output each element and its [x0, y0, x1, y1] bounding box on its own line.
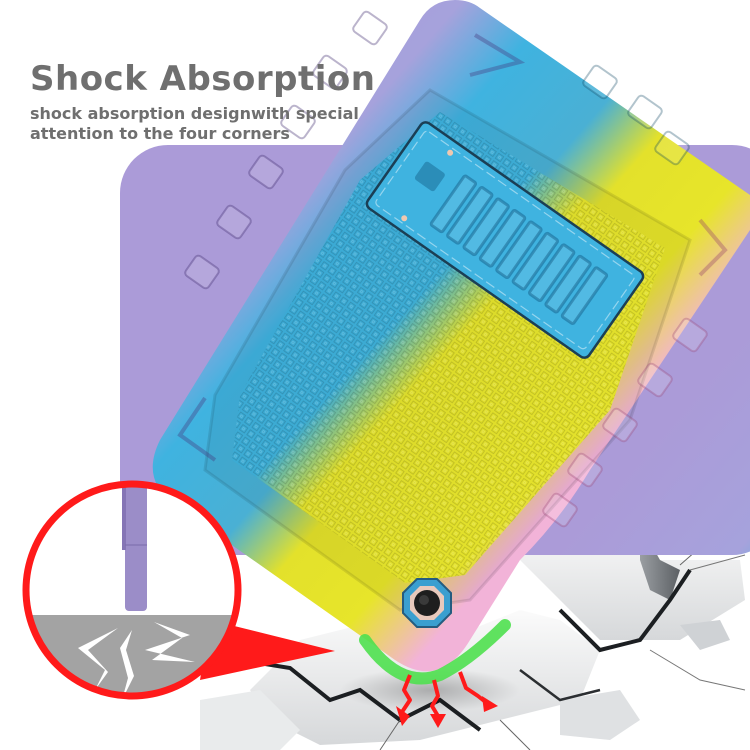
left-corner-chevron — [177, 396, 217, 462]
description-line-2: attention to the four corners — [30, 124, 290, 143]
callout-pointer — [200, 620, 335, 680]
feature-description: shock absorption designwith special atte… — [30, 104, 390, 144]
description-line-1: shock absorption designwith special — [30, 104, 359, 123]
crack-glyph-mid — [120, 630, 134, 696]
callout-ring — [22, 480, 242, 700]
camera-cutout — [402, 578, 452, 628]
left-grip-ridges — [184, 10, 388, 290]
page-title: Shock Absorption — [30, 59, 376, 99]
kickstand — [365, 121, 645, 359]
right-corner-chevron — [698, 218, 728, 277]
impact-arrows — [396, 671, 498, 728]
top-grip-ridges — [582, 64, 690, 166]
impact-highlight — [359, 619, 511, 685]
crack-glyph-left — [78, 628, 118, 690]
case-body — [152, 0, 750, 685]
crack-glyph-right — [145, 622, 195, 662]
right-grip-ridges — [542, 317, 708, 528]
top-corner-chevron — [469, 33, 526, 77]
